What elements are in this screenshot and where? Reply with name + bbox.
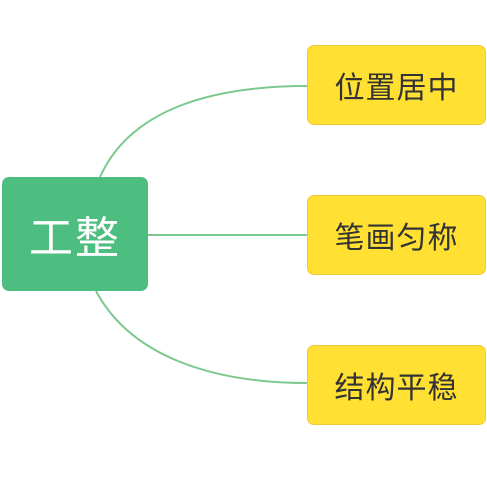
child-node-3[interactable]: 结构平稳: [307, 345, 486, 425]
child-node-label: 结构平稳: [334, 371, 459, 406]
child-node-label: 笔画匀称: [334, 221, 459, 256]
child-node-label: 位置居中: [334, 71, 459, 106]
connector-to-child-1: [99, 85, 308, 178]
root-node-label: 工整: [29, 213, 121, 264]
child-node-2[interactable]: 笔画匀称: [307, 195, 486, 275]
connector-to-child-3: [95, 290, 308, 384]
root-node[interactable]: 工整: [2, 177, 148, 291]
child-node-1[interactable]: 位置居中: [307, 45, 486, 125]
